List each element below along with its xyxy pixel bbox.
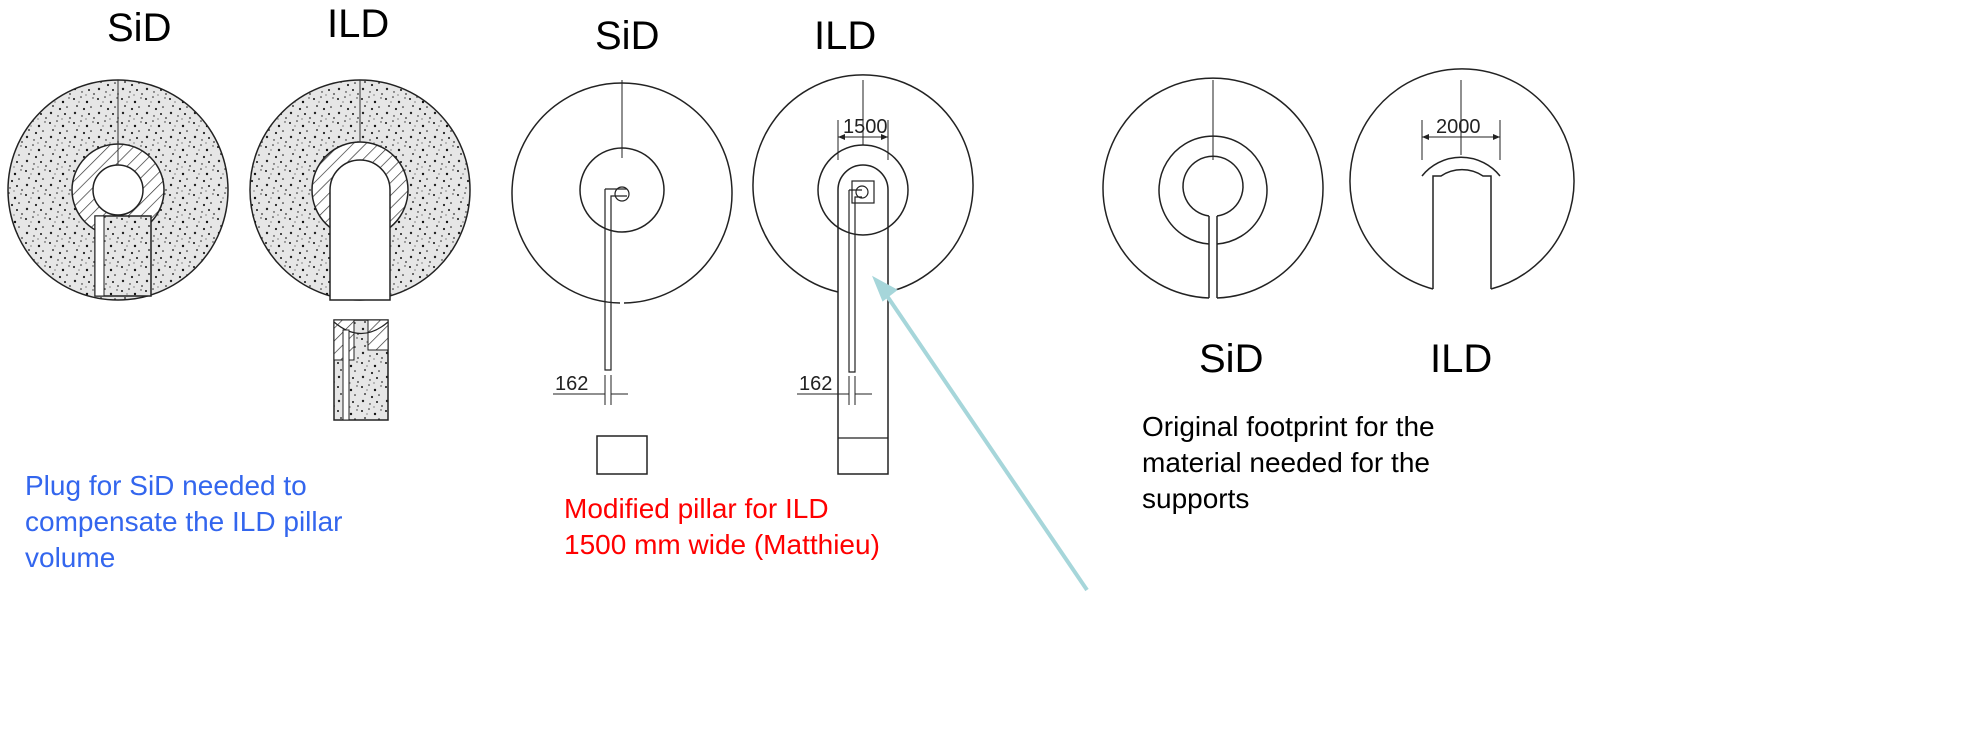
original-caption-line: supports — [1142, 483, 1250, 514]
g2-ild-drawing — [752, 74, 974, 475]
plug-caption-line: volume — [25, 542, 116, 573]
plug-caption-line: compensate the ILD pillar — [25, 506, 343, 537]
g3-ild-width-dimension: 2000 — [1436, 116, 1481, 138]
g2-sid-label: SiD — [595, 14, 660, 58]
plug-caption-line: Plug for SiD needed to — [25, 470, 307, 501]
g2-ild-width-dimension: 1500 — [843, 116, 888, 138]
g3-ild-label: ILD — [1430, 337, 1493, 381]
g3-ild-drawing — [1349, 68, 1575, 290]
g2-sid-drawing — [511, 80, 733, 475]
g1-sid-drawing — [7, 79, 229, 301]
g3-sid-label: SiD — [1199, 337, 1264, 381]
original-caption-line: material needed for the — [1142, 447, 1430, 478]
g2-ild-label: ILD — [814, 14, 877, 58]
g1-ild-pillar-piece — [333, 319, 389, 421]
g1-sid-label: SiD — [107, 6, 172, 50]
g1-ild-drawing — [249, 79, 471, 301]
modified-caption: Modified pillar for ILD 1500 mm wide (Ma… — [564, 491, 880, 563]
original-caption: Original footprint for the material need… — [1142, 409, 1435, 517]
pointer-arrow — [872, 275, 1089, 592]
plug-caption: Plug for SiD needed to compensate the IL… — [25, 468, 343, 576]
g3-sid-drawing — [1102, 77, 1324, 299]
g2-ild-gap-dimension: 162 — [799, 373, 832, 395]
g2-sid-gap-dimension: 162 — [555, 373, 588, 395]
original-caption-line: Original footprint for the — [1142, 411, 1435, 442]
modified-caption-line: 1500 mm wide (Matthieu) — [564, 529, 880, 560]
g1-ild-label: ILD — [327, 2, 390, 46]
modified-caption-line: Modified pillar for ILD — [564, 493, 829, 524]
